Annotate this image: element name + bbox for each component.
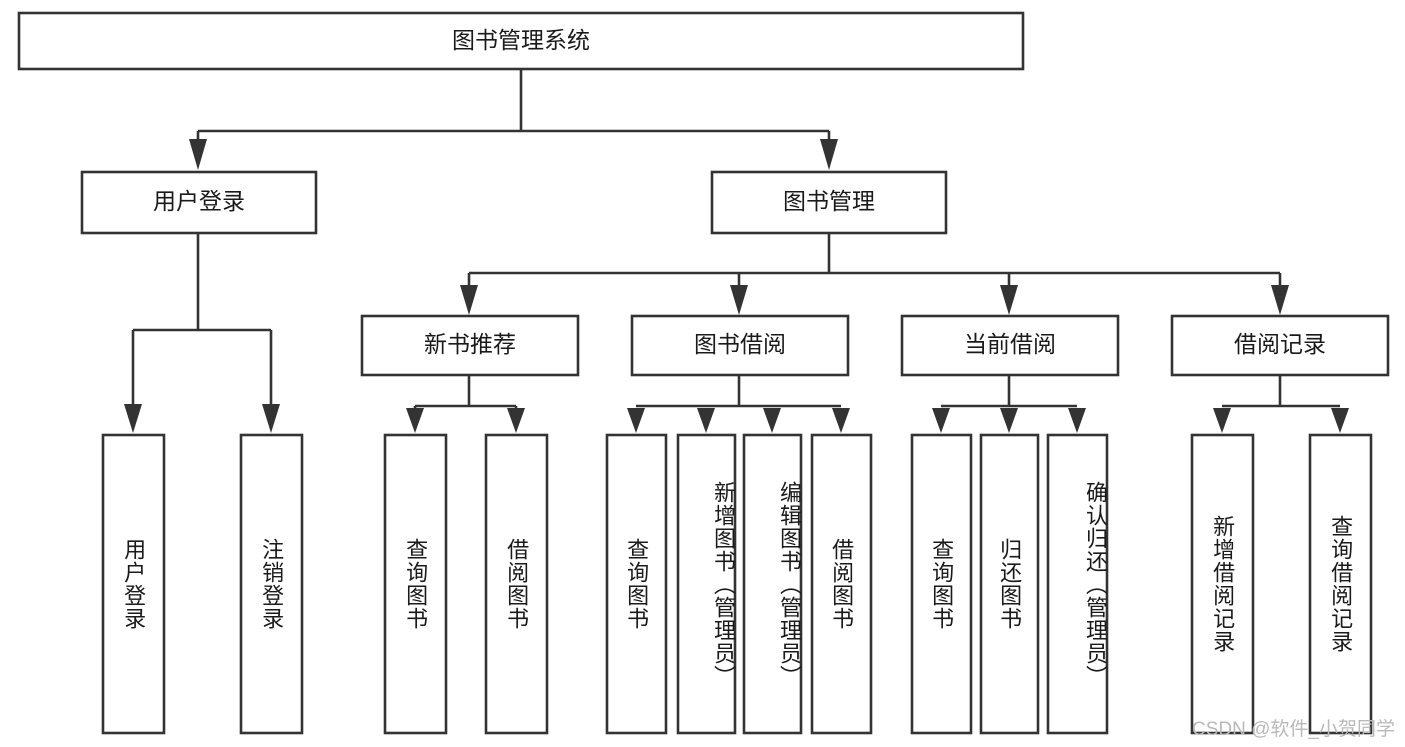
arrow-head-book-borrow: [730, 285, 748, 315]
node-user-login[interactable]: 用户登录: [80, 170, 318, 235]
arrow-head-leaf-edit-book: [763, 408, 781, 433]
arrow-head-book-management: [820, 139, 838, 170]
leaf-user-login-box[interactable]: [101, 433, 166, 735]
leaf-query-book-1-box[interactable]: [383, 433, 448, 735]
arrow-head-leaf-confirm-return: [1068, 408, 1086, 433]
node-new-book-recommend-box[interactable]: [360, 314, 580, 377]
leaf-add-book-box[interactable]: [676, 433, 737, 735]
leaf-borrow-book-1-box[interactable]: [484, 433, 549, 735]
node-book-management-label: 图书管理: [783, 188, 875, 214]
leaf-query-book-2-box[interactable]: [605, 433, 668, 735]
arrow-head-leaf-query-book-3: [932, 408, 950, 433]
node-new-book-recommend[interactable]: 新书推荐: [360, 314, 580, 377]
node-borrow-record-box[interactable]: [1170, 314, 1390, 377]
leaf-query-record-box[interactable]: [1308, 433, 1373, 735]
node-borrow-record[interactable]: 借阅记录: [1170, 314, 1390, 377]
node-root[interactable]: 图书管理系统: [17, 11, 1025, 71]
leaf-query-book-3-box[interactable]: [910, 433, 973, 735]
arrow-head-leaf-query-record: [1331, 408, 1349, 433]
node-book-borrow-label: 图书借阅: [694, 331, 786, 357]
leaf-confirm-return-box[interactable]: [1046, 433, 1109, 735]
arrow-head-leaf-borrow-book-2: [832, 408, 850, 433]
node-user-login-box[interactable]: [80, 170, 318, 235]
arrow-head-leaf-add-book: [697, 408, 715, 433]
node-book-borrow[interactable]: 图书借阅: [630, 314, 850, 377]
node-current-borrow-label: 当前借阅: [964, 331, 1056, 357]
node-root-label: 图书管理系统: [452, 27, 590, 53]
arrow-head-current-borrow: [1000, 285, 1018, 315]
leaf-borrow-book-2-box[interactable]: [810, 433, 873, 735]
leaf-edit-book-box[interactable]: [742, 433, 803, 735]
arrow-head-user-login: [189, 139, 207, 170]
leaf-boxes-group: [101, 433, 1373, 735]
node-book-management[interactable]: 图书管理: [710, 170, 948, 235]
leaf-add-record-box[interactable]: [1190, 433, 1255, 735]
arrow-head-new-book-recommend: [460, 285, 478, 315]
node-current-borrow[interactable]: 当前借阅: [900, 314, 1120, 377]
leaf-return-book-box[interactable]: [979, 433, 1040, 735]
arrow-head-leaf-query-book-2: [627, 408, 645, 433]
arrow-head-borrow-record: [1271, 285, 1289, 315]
node-book-borrow-box[interactable]: [630, 314, 850, 377]
connector-group: [124, 69, 1349, 433]
arrow-head-leaf-return-book: [1000, 408, 1018, 433]
node-user-login-label: 用户登录: [153, 188, 245, 214]
node-new-book-recommend-label: 新书推荐: [424, 331, 516, 357]
node-borrow-record-label: 借阅记录: [1234, 331, 1326, 357]
arrow-head-leaf-logout: [262, 404, 280, 433]
arrow-head-leaf-borrow-book-1: [507, 408, 525, 433]
arrow-head-leaf-add-record: [1213, 408, 1231, 433]
node-current-borrow-box[interactable]: [900, 314, 1120, 377]
node-book-management-box[interactable]: [710, 170, 948, 235]
leaf-logout-box[interactable]: [239, 433, 304, 735]
arrow-head-leaf-query-book-1: [406, 408, 424, 433]
arrow-head-leaf-user-login: [124, 404, 142, 433]
watermark-text: CSDN @软件_小贺同学: [1192, 719, 1395, 740]
node-root-box[interactable]: [17, 11, 1025, 71]
